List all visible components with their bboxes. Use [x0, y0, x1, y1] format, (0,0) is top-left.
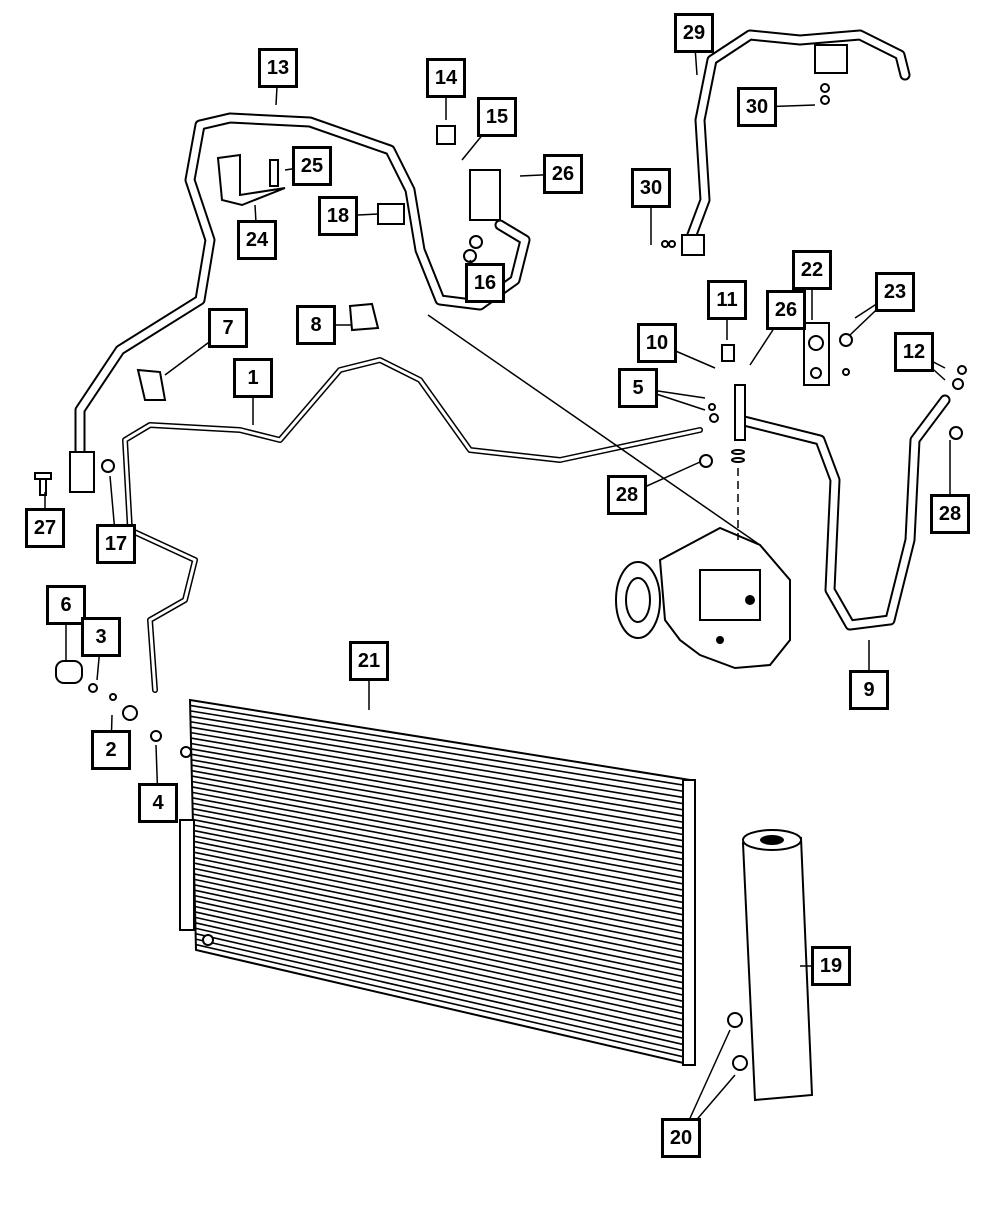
liquid-line [122, 357, 703, 693]
callout-1: 1 [233, 358, 273, 398]
compressor [615, 526, 791, 670]
o-ring [727, 1012, 743, 1028]
callout-5: 5 [618, 368, 658, 408]
condenser-fin [192, 818, 692, 918]
condenser-fin [193, 845, 692, 949]
condenser-fin [195, 916, 692, 1029]
callout-23: 23 [875, 272, 915, 312]
callout-15: 15 [477, 97, 517, 137]
callout-3: 3 [81, 617, 121, 657]
callout-30: 30 [737, 87, 777, 127]
callout-19: 19 [811, 946, 851, 986]
condenser-fin [190, 726, 691, 812]
condenser-fin [193, 856, 692, 961]
condenser-fin [192, 824, 692, 924]
condenser-fin [195, 943, 693, 1060]
condenser-fin [191, 753, 691, 843]
condenser-fin [193, 835, 692, 936]
callout-2: 2 [91, 730, 131, 770]
condenser-fin [195, 938, 693, 1054]
condenser-fin [191, 769, 691, 862]
condenser [179, 698, 696, 1067]
condenser-fin [192, 807, 692, 905]
callout-16: 16 [465, 263, 505, 303]
callout-17: 17 [96, 524, 136, 564]
condenser-fin [195, 932, 693, 1048]
condenser-fin [192, 813, 692, 911]
callout-27: 27 [25, 508, 65, 548]
condenser-fin [195, 922, 692, 1035]
discharge-hose [734, 394, 951, 631]
condenser-fin [194, 905, 692, 1017]
callout-10: 10 [637, 323, 677, 363]
condenser-fin [191, 780, 691, 874]
condenser-fin [194, 889, 692, 998]
condenser-fin [192, 802, 691, 899]
callout-21: 21 [349, 641, 389, 681]
callout-28: 28 [930, 494, 970, 534]
condenser-fin [193, 862, 692, 967]
condenser-fin [190, 715, 691, 800]
condenser-fin [193, 840, 692, 942]
condenser-fin [195, 927, 693, 1041]
callout-30: 30 [631, 168, 671, 208]
callout-12: 12 [894, 332, 934, 372]
receiver-drier [741, 829, 814, 1102]
callout-26: 26 [766, 290, 806, 330]
callout-18: 18 [318, 196, 358, 236]
callout-4: 4 [138, 783, 178, 823]
small-parts [34, 83, 967, 742]
condenser-fin [190, 720, 691, 806]
condenser-fin [190, 731, 691, 818]
callout-26: 26 [543, 154, 583, 194]
condenser-fin [191, 786, 691, 880]
callout-14: 14 [426, 58, 466, 98]
condenser-fin [194, 873, 692, 980]
condenser-fin [191, 748, 691, 837]
callout-9: 9 [849, 670, 889, 710]
callout-25: 25 [292, 146, 332, 186]
o-ring [732, 1055, 748, 1071]
condenser-fin [193, 851, 692, 955]
callout-13: 13 [258, 48, 298, 88]
condenser-fin [190, 710, 691, 794]
condenser-fin [190, 742, 691, 831]
callout-22: 22 [792, 250, 832, 290]
condenser-fin [194, 884, 692, 992]
callout-6: 6 [46, 585, 86, 625]
condenser-fin [190, 737, 691, 825]
callout-20: 20 [661, 1118, 701, 1158]
condenser-fin [190, 704, 691, 787]
condenser-fin [192, 791, 691, 887]
condenser-fin [191, 758, 691, 849]
callout-24: 24 [237, 220, 277, 260]
callout-28: 28 [607, 475, 647, 515]
condenser-fin [192, 797, 691, 893]
callout-8: 8 [296, 305, 336, 345]
condenser-fin [191, 764, 691, 856]
condenser-fin [193, 867, 692, 973]
condenser-fin [194, 900, 692, 1011]
condenser-fin [192, 829, 692, 930]
callout-7: 7 [208, 308, 248, 348]
condenser-fin [194, 894, 692, 1004]
callout-29: 29 [674, 13, 714, 53]
rear-ac-hose [684, 29, 911, 246]
condenser-fin [191, 775, 691, 868]
condenser-fin [194, 878, 692, 986]
callout-11: 11 [707, 280, 747, 320]
condenser-fin [194, 911, 692, 1023]
